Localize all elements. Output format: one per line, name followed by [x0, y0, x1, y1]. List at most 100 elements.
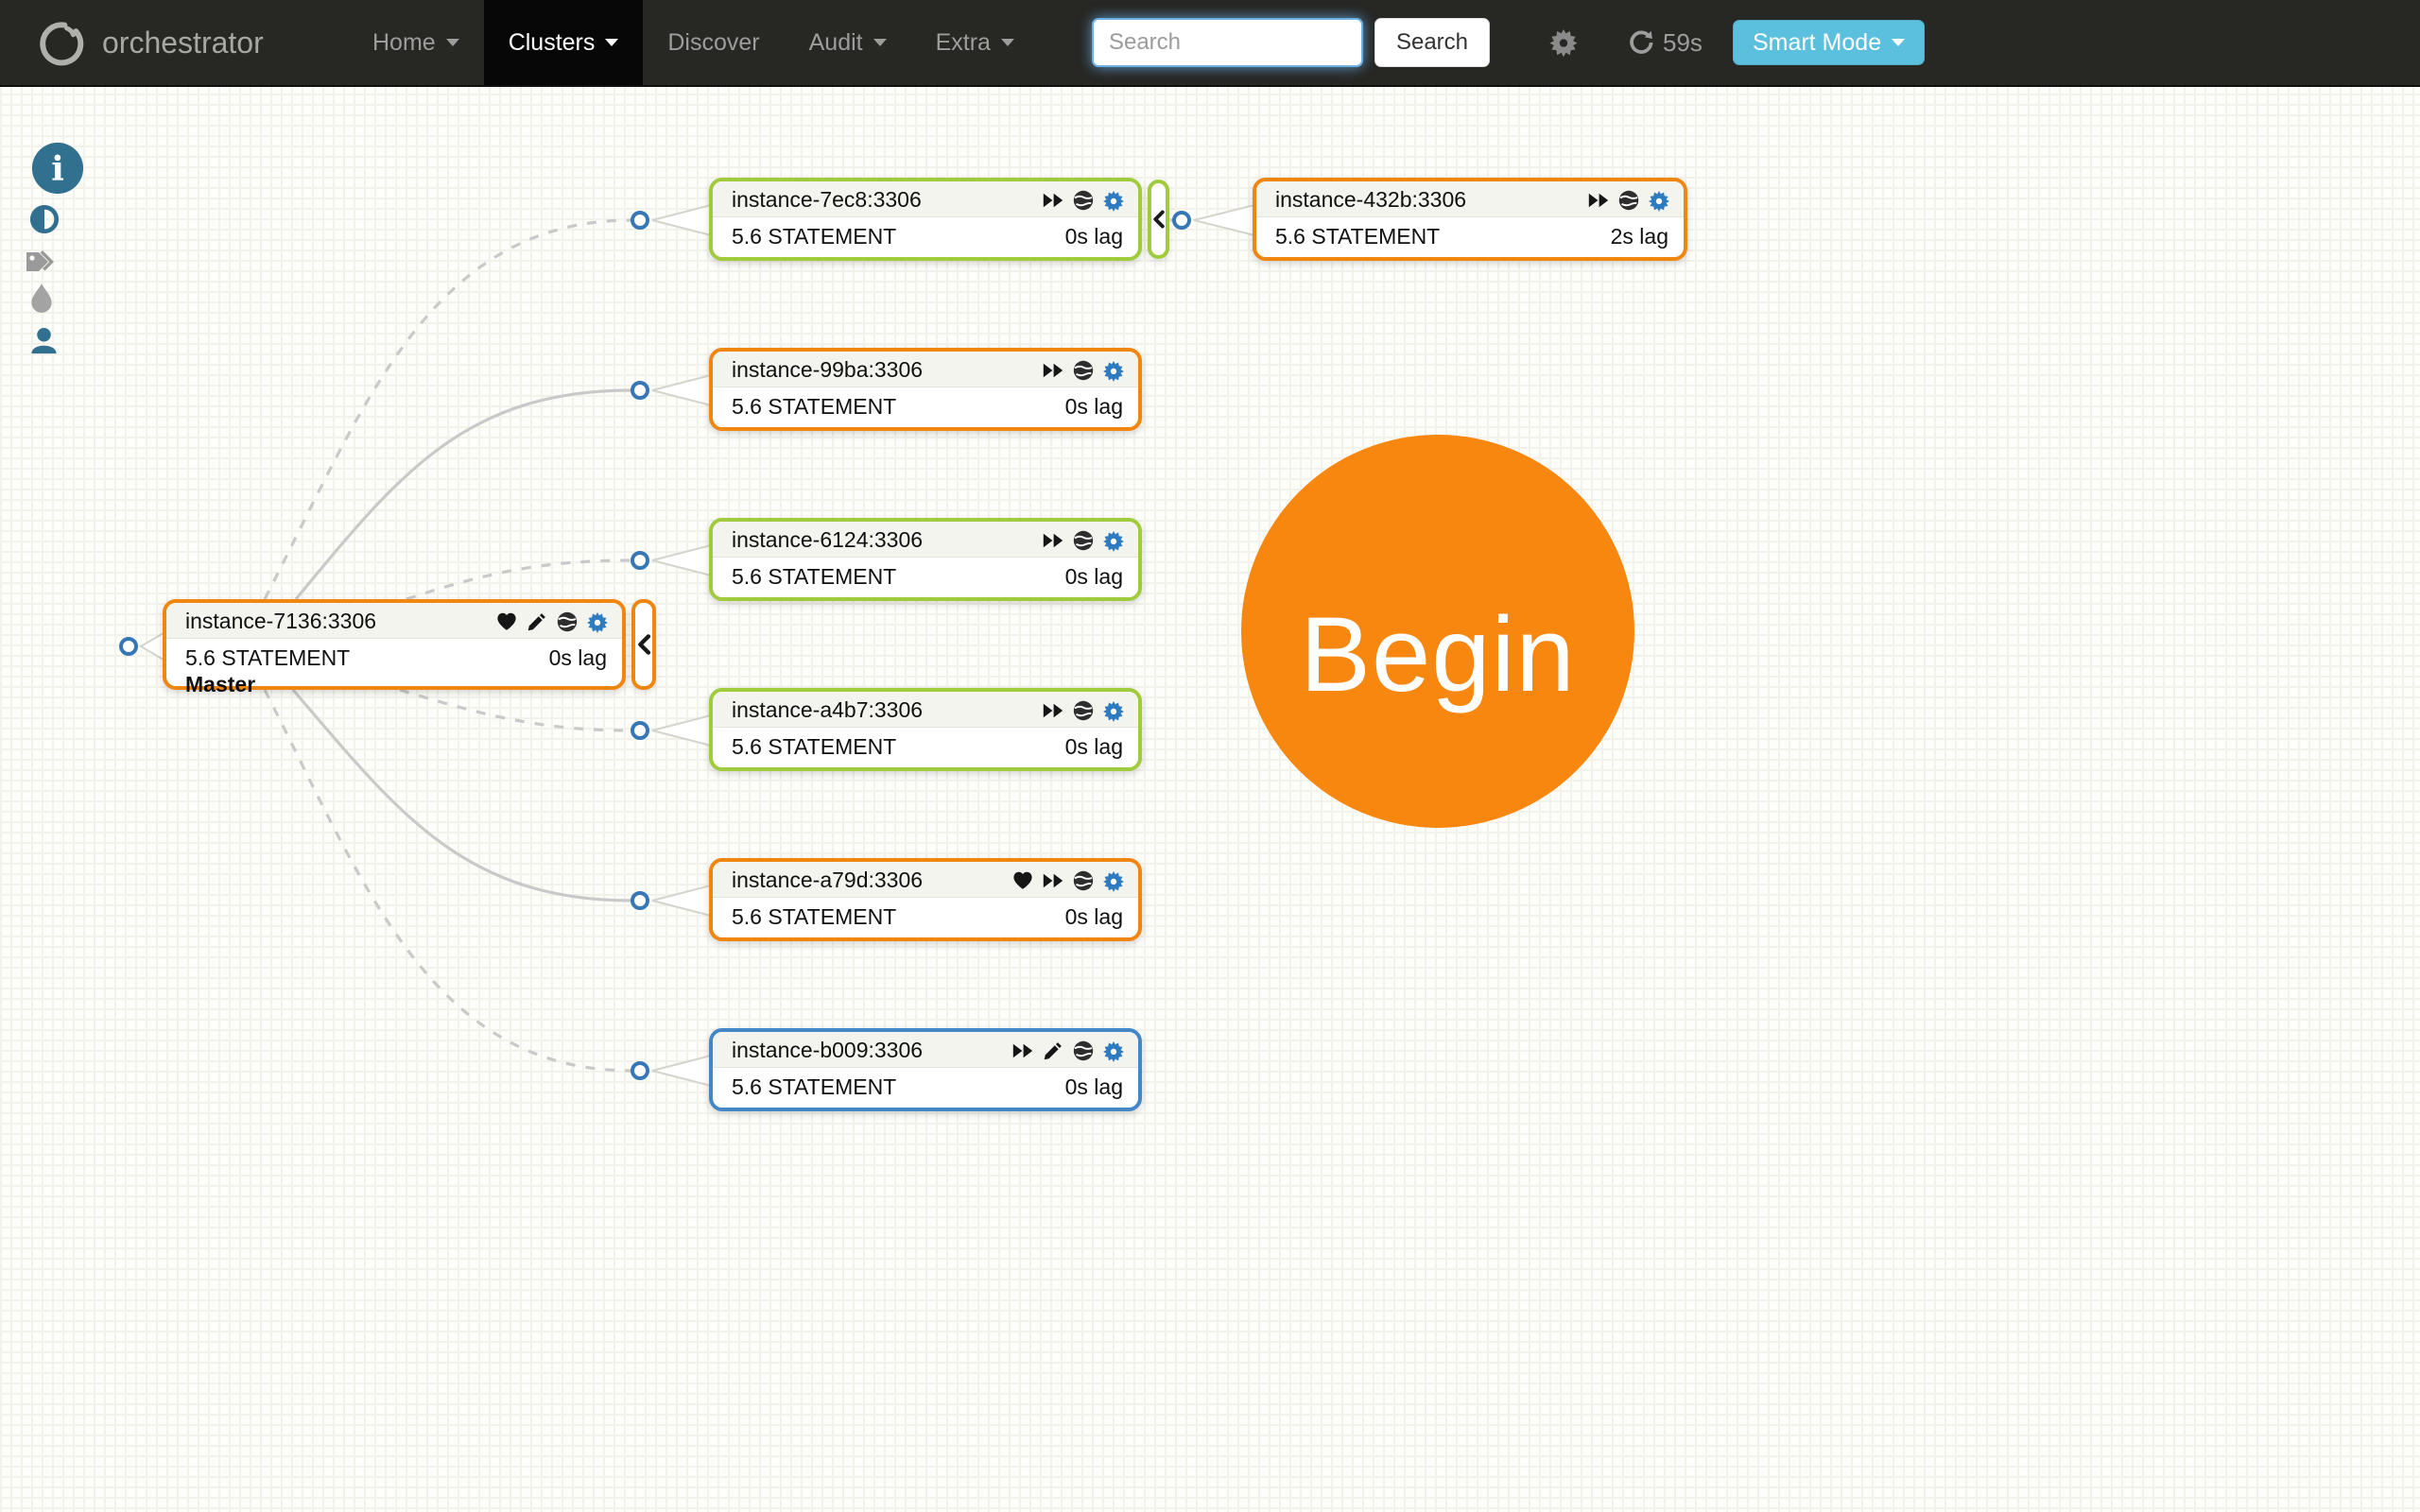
instance-node-instance-6124:3306[interactable]: instance-6124:3306 5.6 STATEMENT 0s lag: [709, 518, 1142, 601]
gear-icon[interactable]: [586, 610, 609, 633]
caret-down-icon: [1892, 39, 1906, 46]
instance-node-body: 5.6 STATEMENT 0s lag: [713, 728, 1138, 760]
search-submit-button[interactable]: Search: [1374, 18, 1491, 67]
instance-node-instance-7ec8:3306[interactable]: instance-7ec8:3306 5.6 STATEMENT 0s lag: [709, 178, 1142, 261]
node-connector-circle: [631, 551, 649, 570]
navbar-search: Search: [1091, 18, 1491, 67]
instance-node-body: 5.6 STATEMENT 2s lag: [1256, 217, 1684, 249]
navbar-item-extra[interactable]: Extra: [911, 0, 1039, 85]
caret-down-icon: [605, 39, 619, 46]
pencil-icon: [1042, 1040, 1064, 1062]
navbar-item-label: Discover: [667, 28, 760, 56]
instance-status-icons: [1587, 189, 1670, 212]
begin-label: Begin: [1300, 594, 1576, 713]
collapse-toggle[interactable]: [631, 599, 656, 690]
tags-icon[interactable]: [25, 247, 59, 277]
refresh-icon: [1630, 30, 1653, 54]
instance-version-binlog: 5.6 STATEMENT: [732, 564, 897, 589]
pencil-icon: [526, 610, 548, 633]
instance-node-instance-99ba:3306[interactable]: instance-99ba:3306 5.6 STATEMENT 0s lag: [709, 348, 1142, 431]
navbar-item-label: Home: [372, 28, 436, 56]
instance-node-instance-7136:3306[interactable]: instance-7136:3306 5.6 STATEMENT 0s lag …: [163, 599, 626, 696]
node-callout-tail: [651, 542, 716, 578]
smart-mode-label: Smart Mode: [1752, 28, 1882, 56]
gear-icon[interactable]: [1102, 189, 1125, 212]
replication-edge: [263, 689, 632, 1073]
instance-version-binlog: 5.6 STATEMENT: [732, 394, 897, 419]
instance-node-instance-b009:3306[interactable]: instance-b009:3306 5.6 STATEMENT 0s lag: [709, 1028, 1142, 1111]
instance-version-binlog: 5.6 STATEMENT: [732, 734, 897, 759]
instance-version-binlog: 5.6 STATEMENT: [1275, 224, 1441, 249]
refresh-control[interactable]: 59s: [1628, 28, 1703, 58]
globe-icon: [556, 610, 579, 633]
instance-node-body: 5.6 STATEMENT 0s lag: [713, 558, 1138, 590]
instance-status-icons: [1011, 869, 1125, 892]
settings-gear-icon[interactable]: [1548, 27, 1579, 58]
replication-lag: 0s lag: [548, 645, 607, 670]
instance-version-binlog: 5.6 STATEMENT: [732, 1074, 897, 1099]
fast-forward-icon: [1042, 189, 1064, 212]
collapse-toggle[interactable]: [1148, 180, 1169, 259]
instance-title: instance-6124:3306: [732, 527, 924, 552]
instance-status-icons: [1042, 529, 1125, 552]
user-icon[interactable]: [29, 325, 59, 356]
navbar-item-label: Audit: [808, 28, 863, 56]
navbar-item-home[interactable]: Home: [348, 0, 484, 85]
node-connector-circle: [631, 721, 649, 740]
instance-title: instance-99ba:3306: [732, 357, 924, 382]
caret-down-icon: [1000, 39, 1014, 46]
fast-forward-icon: [1042, 359, 1064, 382]
info-circle-icon[interactable]: i: [30, 141, 85, 196]
begin-circle: Begin: [1241, 435, 1634, 828]
instance-node-instance-432b:3306[interactable]: instance-432b:3306 5.6 STATEMENT 2s lag: [1253, 178, 1687, 261]
gear-icon[interactable]: [1648, 189, 1670, 212]
gear-icon[interactable]: [1102, 1040, 1125, 1062]
instance-version-binlog: 5.6 STATEMENT: [732, 224, 897, 249]
replication-edge: [399, 688, 632, 732]
replication-lag: 0s lag: [1064, 394, 1123, 419]
instance-node-header: instance-99ba:3306: [713, 352, 1138, 387]
gear-icon[interactable]: [1102, 359, 1125, 382]
node-connector-circle: [1172, 211, 1191, 230]
instance-node-header: instance-7136:3306: [166, 603, 622, 639]
instance-status-icons: [495, 610, 609, 633]
droplet-icon[interactable]: [29, 283, 54, 315]
search-input[interactable]: [1091, 18, 1363, 67]
fast-forward-icon: [1011, 1040, 1034, 1062]
globe-icon: [1072, 869, 1095, 892]
brand-label: orchestrator: [102, 25, 264, 60]
instance-node-header: instance-a79d:3306: [713, 862, 1138, 898]
instance-title: instance-b009:3306: [732, 1038, 924, 1062]
replication-lag: 0s lag: [1064, 564, 1123, 589]
navbar-item-clusters[interactable]: Clusters: [483, 0, 644, 85]
smart-mode-button[interactable]: Smart Mode: [1732, 20, 1926, 65]
caret-down-icon: [445, 39, 459, 46]
instance-node-body: 5.6 STATEMENT 0s lag Master: [166, 639, 622, 697]
navbar-item-label: Extra: [935, 28, 991, 56]
navbar-item-discover[interactable]: Discover: [643, 0, 784, 85]
node-callout-tail: [651, 883, 716, 919]
gear-icon[interactable]: [1102, 869, 1125, 892]
brand[interactable]: orchestrator: [0, 18, 348, 67]
fast-forward-icon: [1042, 869, 1064, 892]
adjust-contrast-icon[interactable]: [29, 204, 60, 234]
gear-icon[interactable]: [1102, 529, 1125, 552]
globe-icon: [1072, 529, 1095, 552]
navbar-item-label: Clusters: [508, 28, 596, 56]
instance-node-body: 5.6 STATEMENT 0s lag: [713, 898, 1138, 930]
instance-node-header: instance-b009:3306: [713, 1032, 1138, 1068]
replication-lag: 2s lag: [1610, 224, 1668, 249]
chevron-left-icon: [1153, 210, 1165, 229]
instance-node-body: 5.6 STATEMENT 0s lag: [713, 1068, 1138, 1100]
gear-icon[interactable]: [1102, 699, 1125, 722]
node-callout-tail: [651, 1053, 716, 1089]
instance-node-instance-a79d:3306[interactable]: instance-a79d:3306 5.6 STATEMENT 0s lag: [709, 858, 1142, 941]
instance-node-instance-a4b7:3306[interactable]: instance-a4b7:3306 5.6 STATEMENT 0s lag: [709, 688, 1142, 771]
instance-title: instance-a4b7:3306: [732, 697, 924, 722]
heart-icon: [495, 610, 518, 633]
navbar-item-audit[interactable]: Audit: [785, 0, 911, 85]
instance-title: instance-432b:3306: [1275, 187, 1467, 212]
orchestrator-logo-icon: [40, 22, 84, 66]
